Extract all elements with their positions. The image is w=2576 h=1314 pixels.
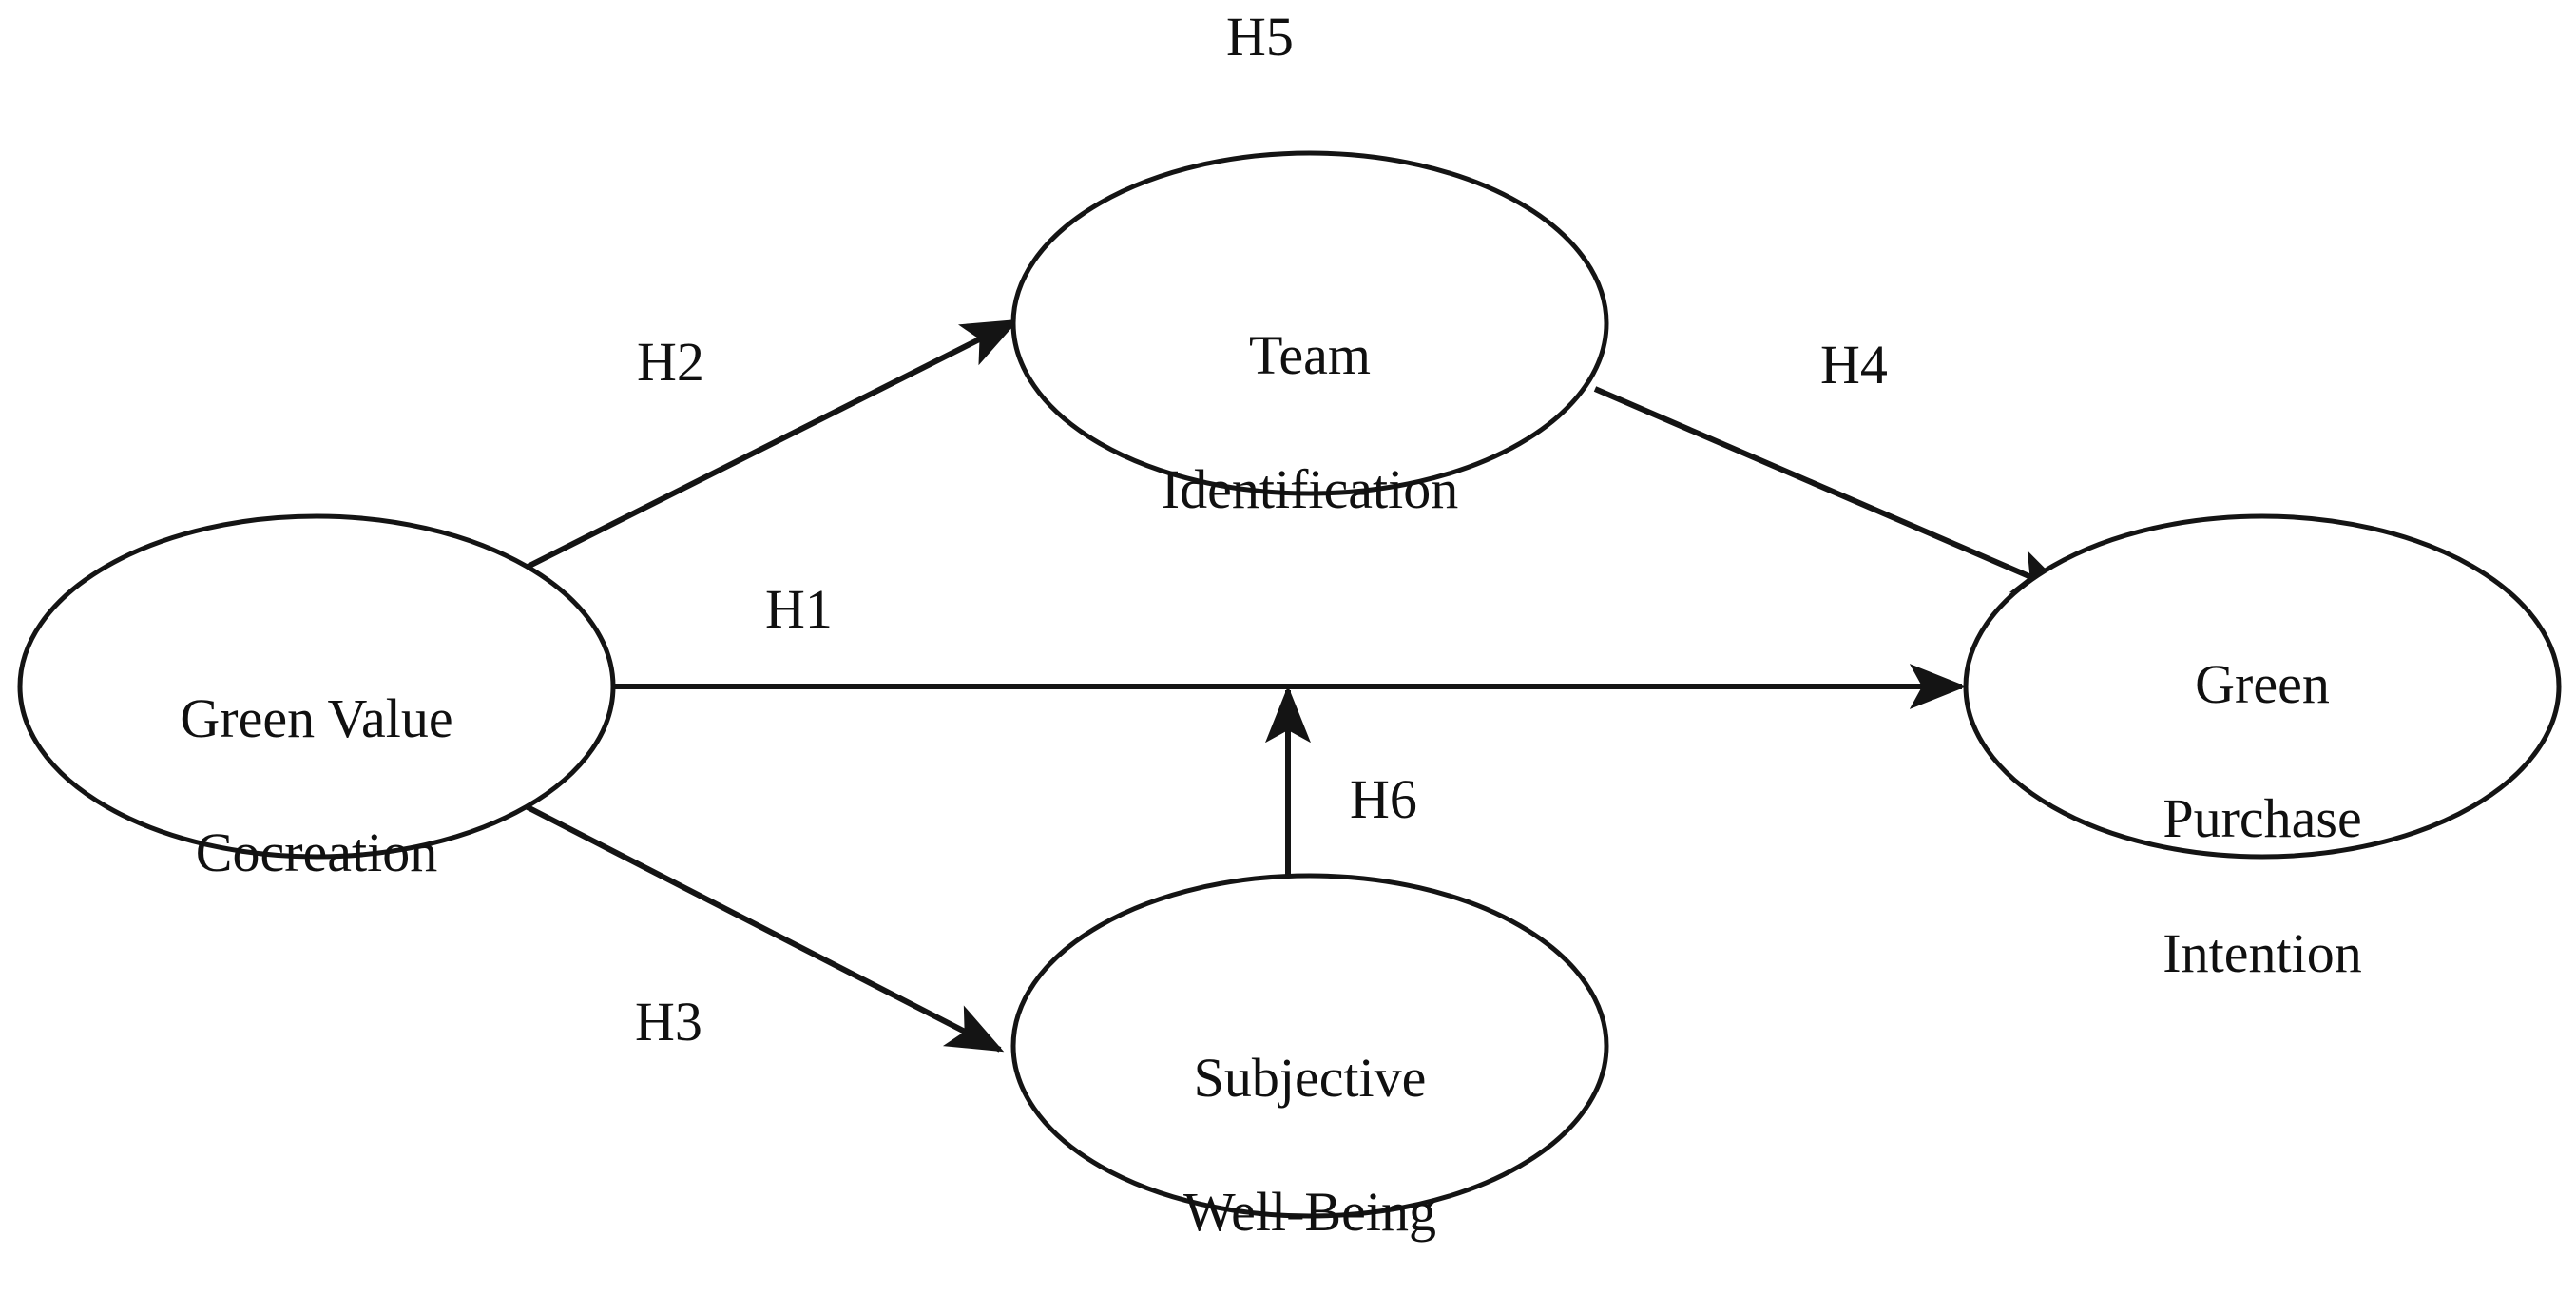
arrow-h3: [524, 803, 1005, 1053]
hypothesis-label-h1: H1: [765, 578, 833, 640]
diagram-canvas: [17, 150, 2562, 1219]
arrow-h2: [524, 319, 1020, 570]
hypothesis-label-h5: H5: [1226, 6, 1294, 68]
node-green-purchase-intention[interactable]: [1963, 513, 2562, 860]
node-team-identification[interactable]: [1010, 150, 1609, 496]
hypothesis-label-h4: H4: [1820, 334, 1888, 396]
hypothesis-label-h2: H2: [637, 331, 704, 393]
hypothesis-label-h6: H6: [1350, 768, 1417, 830]
arrow-h4: [1593, 386, 2071, 595]
node-subjective-well-being[interactable]: [1010, 873, 1609, 1219]
conceptual-model-diagram: Green Value Cocreation Team Identificati…: [17, 6, 2562, 1244]
hypothesis-label-h3: H3: [635, 991, 702, 1053]
node-green-value-cocreation[interactable]: [17, 513, 616, 860]
